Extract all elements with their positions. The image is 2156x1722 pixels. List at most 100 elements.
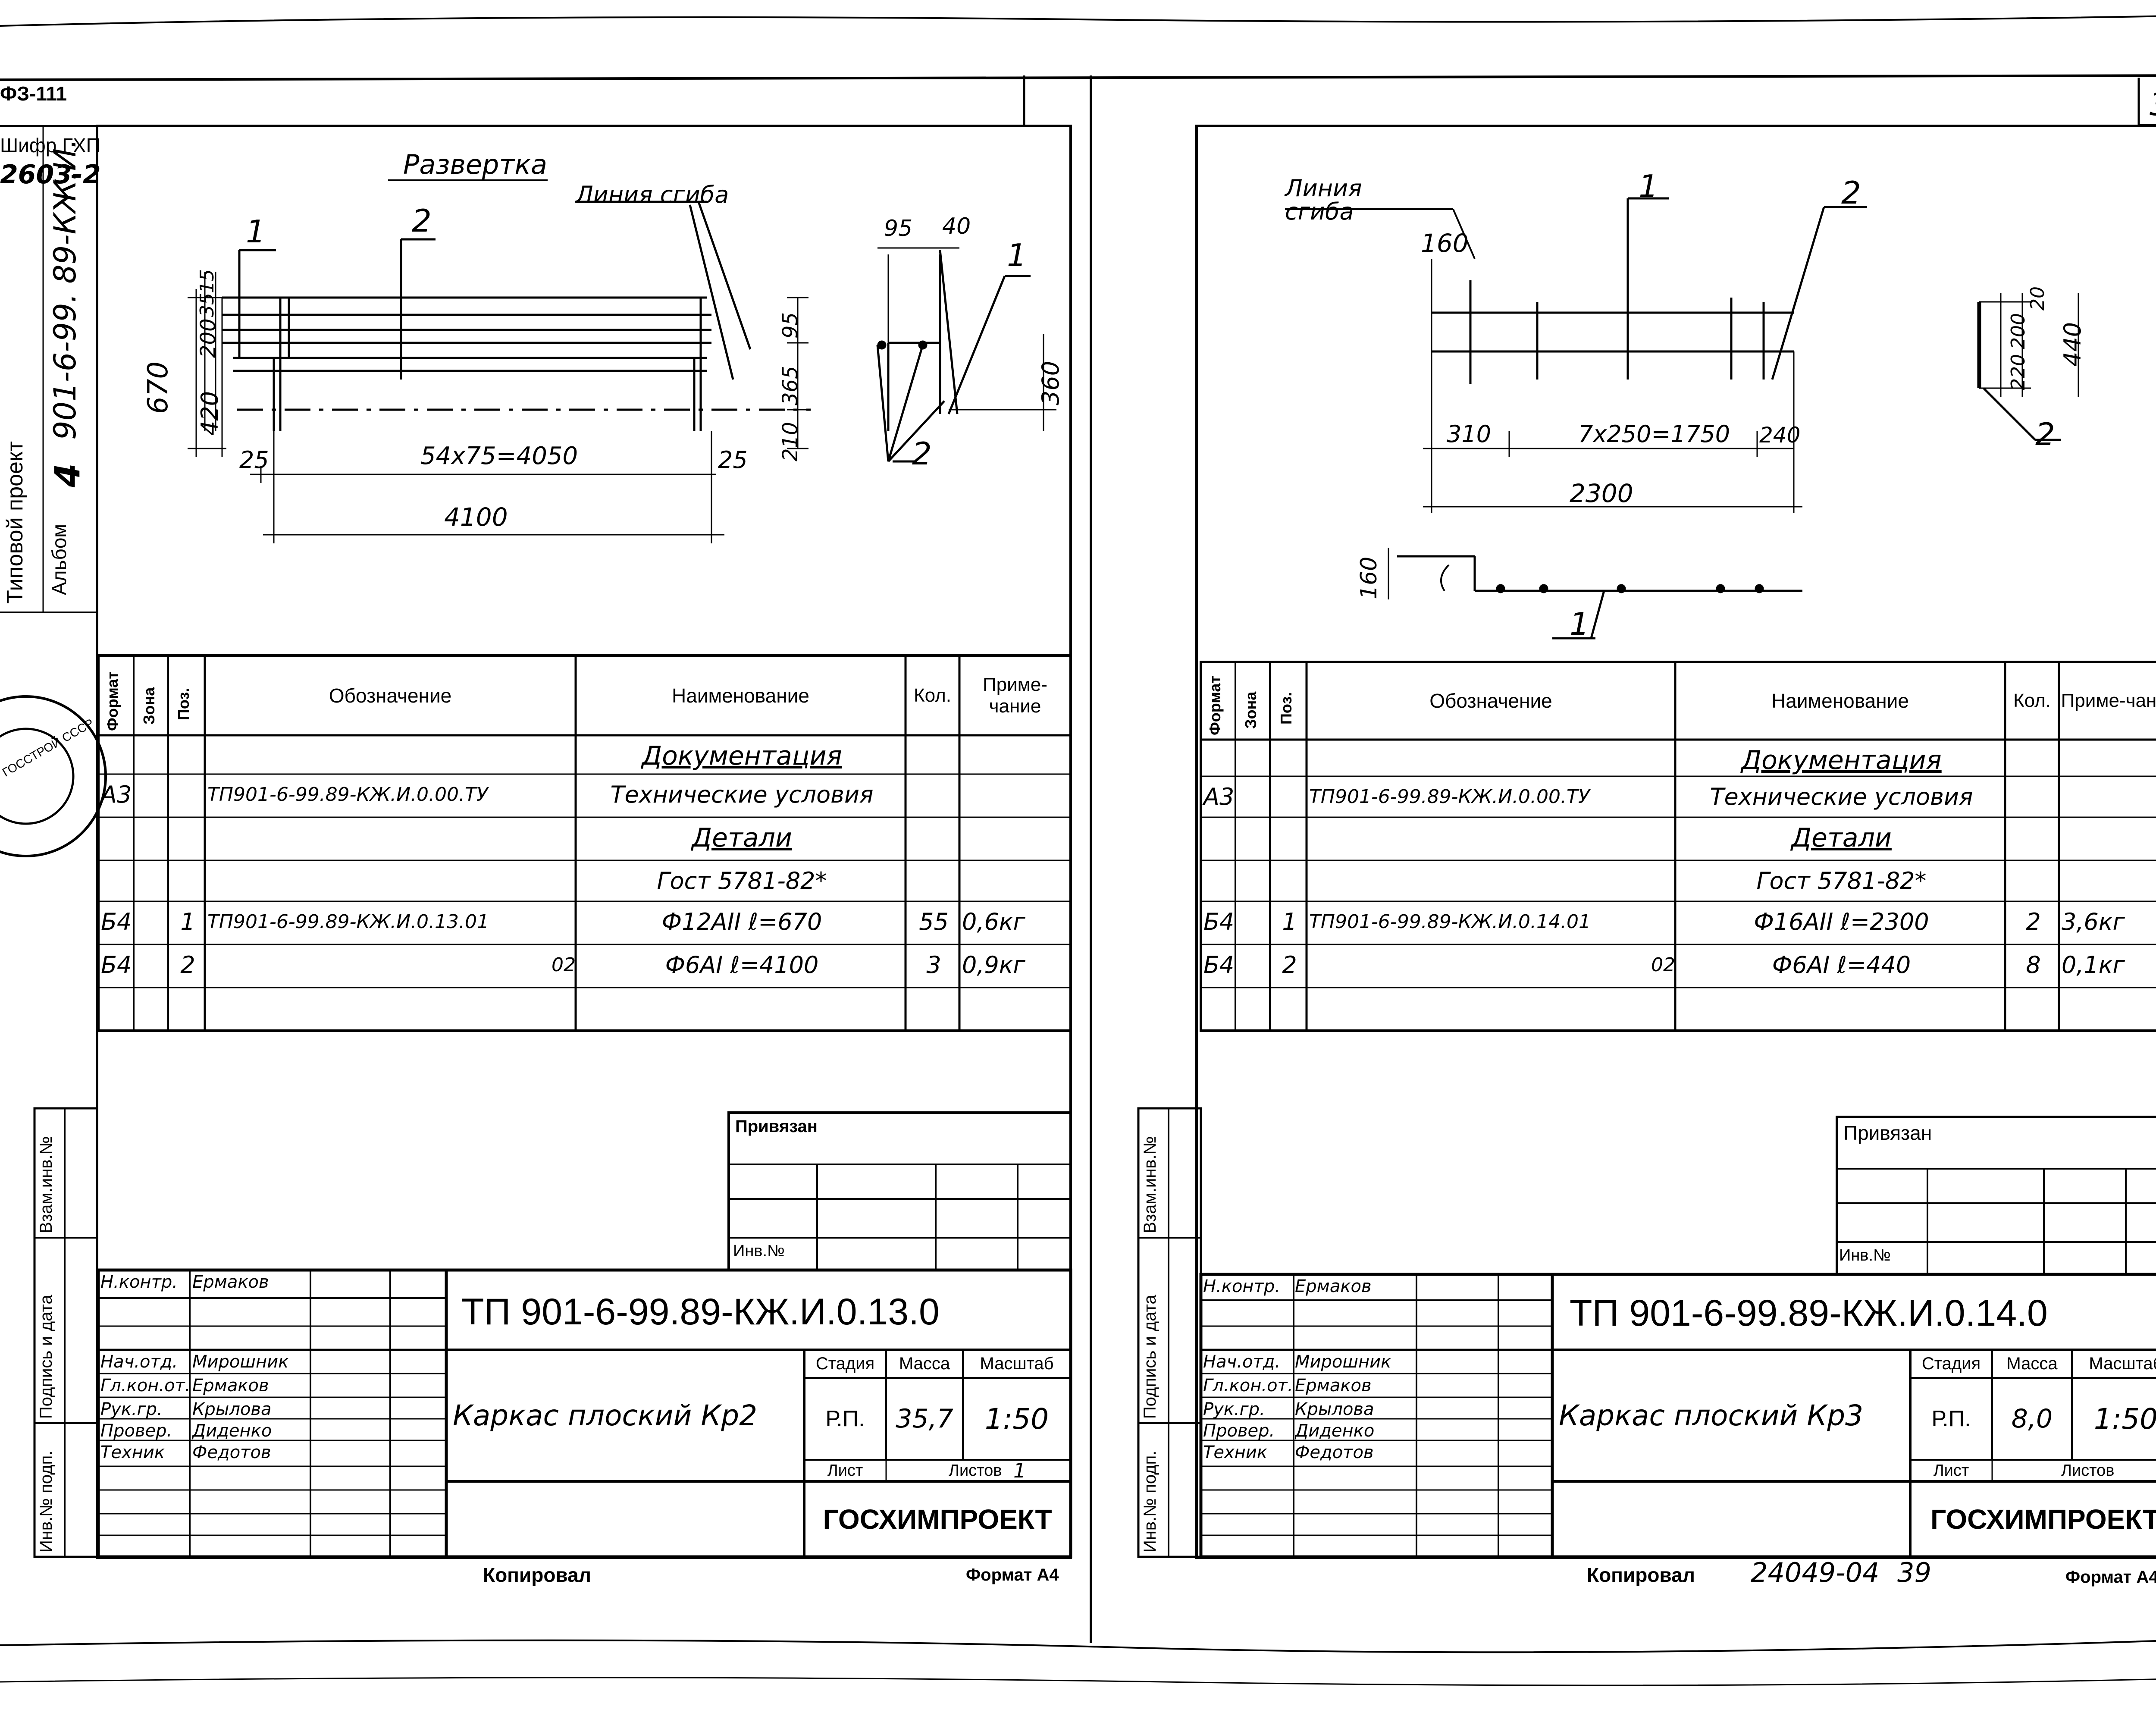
- spec-cell-pos: 2: [1282, 951, 1297, 979]
- org-name: ГОСХИМПРОЕКТ: [823, 1503, 1052, 1535]
- spec-cell-qty: [2005, 740, 2059, 781]
- col-header-note: Приме-чание: [2061, 690, 2156, 711]
- side-col-label: Подпись и дата: [1141, 1295, 1159, 1419]
- spec-cell-zone: [1235, 901, 1270, 942]
- spec-cell-pos: [1270, 988, 1307, 1029]
- signature-role: Нач.отд.: [100, 1352, 178, 1372]
- spec-cell-pos: [1270, 860, 1307, 901]
- spec-cell-format: [98, 817, 134, 858]
- col-header-name: Наименование: [672, 684, 809, 707]
- spec-cell-format: [1201, 988, 1235, 1029]
- spec-cell-note: 3,6кг: [2062, 908, 2125, 935]
- spec-cell-pos: [168, 774, 205, 815]
- spec-cell-note: 0,1кг: [2062, 951, 2125, 979]
- spec-cell-qty: [2005, 817, 2059, 858]
- spec-cell-note: [959, 860, 1071, 901]
- col-header-pos: Поз.: [1277, 692, 1295, 725]
- dim-label: 40: [942, 213, 971, 239]
- spec-cell-qty: [906, 988, 959, 1029]
- bound-label: Привязан: [1843, 1122, 1932, 1144]
- dim-label: 25: [718, 446, 748, 474]
- doc-code: ТП 901-6-99.89-КЖ.И.0.14.0: [1570, 1292, 2048, 1334]
- callout-2: 2: [2035, 416, 2055, 452]
- spec-cell-format: Б4: [1203, 908, 1235, 935]
- bend-line-label: Линия сгиба: [576, 181, 729, 208]
- signature-role: Рук.гр.: [100, 1399, 163, 1419]
- spec-cell-pos: [168, 860, 205, 901]
- spec-cell-name: Детали: [1791, 822, 1892, 853]
- bound-label: Привязан: [735, 1117, 818, 1136]
- spec-cell-name: Документация: [1741, 745, 1942, 775]
- signature-role: Гл.кон.от.: [100, 1375, 189, 1396]
- dim-label: 360: [1037, 361, 1064, 405]
- signature-role: Нач.отд.: [1203, 1352, 1281, 1372]
- spec-cell-format: Б4: [1203, 951, 1235, 979]
- spec-cell-pos: 2: [180, 951, 195, 979]
- dim-label: 210: [778, 422, 802, 461]
- org-name: ГОСХИМПРОЕКТ: [1930, 1503, 2156, 1535]
- side-col-label: Подпись и дата: [37, 1295, 56, 1419]
- spec-cell-name: Ф6АI ℓ=4100: [665, 951, 819, 979]
- dim-label: 4100: [444, 502, 508, 532]
- dim-label: 220: [2007, 354, 2029, 390]
- mass-label: Масса: [2006, 1354, 2058, 1373]
- cipher-label: Шифр ГХП: [0, 134, 100, 157]
- spec-cell-qty: 2: [2026, 908, 2041, 935]
- drawing-title: Развертка: [403, 149, 547, 180]
- side-col-label: Инв.№ подп.: [1141, 1450, 1159, 1553]
- spec-cell-name: Ф12АII ℓ=670: [661, 908, 822, 935]
- dim-label: 7х250=1750: [1578, 420, 1730, 448]
- left-drawing: [188, 179, 1056, 543]
- spec-cell-zone: [134, 774, 168, 815]
- spec-cell-designation: [1307, 740, 1675, 781]
- spec-cell-note: 0,9кг: [962, 951, 1025, 979]
- side-col-label: Взам.инв.№: [37, 1136, 56, 1233]
- scale-value: 1:50: [984, 1402, 1049, 1436]
- drawing-title: Каркас плоский Кр3: [1559, 1399, 1864, 1432]
- signature-name: Диденко: [192, 1421, 272, 1441]
- spec-cell-note: [2059, 776, 2156, 817]
- spec-cell-format: [1201, 860, 1235, 901]
- signature-role: Провер.: [100, 1421, 172, 1441]
- doc-code: ТП 901-6-99.89-КЖ.И.0.13.0: [461, 1291, 940, 1333]
- copied-label: Копировал: [1587, 1564, 1695, 1586]
- sheet-label: Лист: [827, 1461, 863, 1480]
- mass-value: 8,0: [2011, 1404, 2053, 1434]
- sheets-label: Листов: [2061, 1461, 2115, 1480]
- spec-cell-qty: [906, 860, 959, 901]
- drawing-title: Каркас плоский Кр2: [453, 1399, 758, 1432]
- spec-cell-name: [1675, 988, 2005, 1029]
- dim-label: 2300: [1570, 479, 1633, 508]
- signature-role: Гл.кон.от.: [1203, 1375, 1291, 1396]
- col-header-note: Приме-чание: [982, 674, 1048, 717]
- inv-label: Инв.№: [733, 1242, 785, 1260]
- spec-cell-pos: [168, 988, 205, 1029]
- sheets-value: 1: [1013, 1460, 1026, 1481]
- sheets-value: [2126, 1460, 2156, 1481]
- spec-cell-format: Б4: [101, 951, 132, 979]
- col-header-qty: Кол.: [913, 684, 952, 706]
- side-col-label: Инв.№ подп.: [37, 1450, 56, 1553]
- spec-cell-designation: 02: [1651, 954, 1675, 976]
- sheet-label: Лист: [1933, 1461, 1969, 1480]
- signature-role: Н.контр.: [1203, 1276, 1280, 1296]
- dim-label: 160: [1356, 556, 1382, 599]
- dim-label: 95: [778, 312, 802, 339]
- signature-role: Рук.гр.: [1203, 1399, 1265, 1419]
- spec-cell-designation: ТП901-6-99.89-КЖ.И.0.00.ТУ: [207, 784, 488, 806]
- spec-cell-zone: [134, 817, 168, 858]
- col-header-designation: Обозначение: [329, 684, 452, 707]
- stage-value: Р.П.: [1931, 1406, 1971, 1431]
- cipher-value: 2603-2: [0, 160, 101, 190]
- dim-label: 310: [1447, 420, 1492, 448]
- spec-cell-zone: [1235, 944, 1270, 985]
- col-header-pos: Поз.: [175, 687, 192, 720]
- side-col-label: Взам.инв.№: [1141, 1136, 1159, 1233]
- col-header-format: Формат: [1206, 675, 1224, 735]
- spec-cell-pos: [168, 817, 205, 858]
- project-label: Типовой проект: [3, 441, 28, 604]
- dim-label: 20: [2027, 286, 2049, 311]
- spec-cell-zone: [1235, 988, 1270, 1029]
- signature-name: Ермаков: [192, 1375, 269, 1396]
